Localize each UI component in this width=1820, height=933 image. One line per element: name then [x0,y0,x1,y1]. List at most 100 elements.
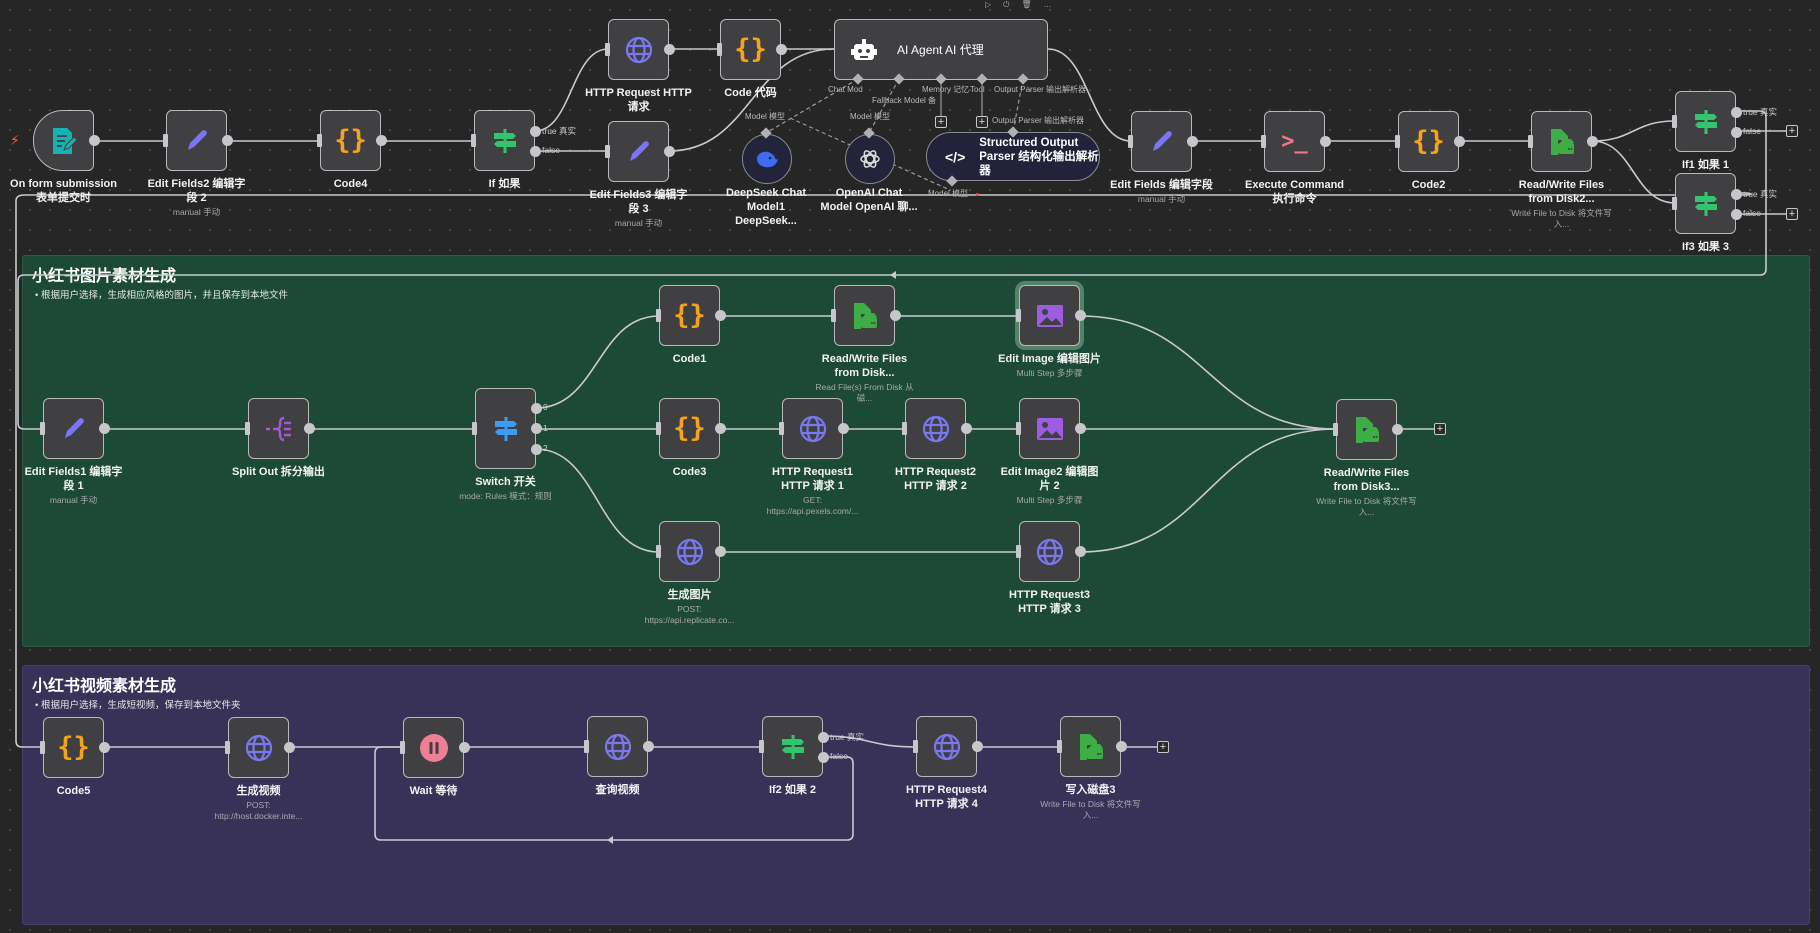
output-handle[interactable] [529,145,541,157]
input-handle[interactable] [584,740,589,753]
output-handle[interactable] [530,402,542,414]
node-img2[interactable] [1019,398,1080,459]
add-node-button[interactable]: + [1786,125,1798,137]
output-handle[interactable] [530,423,542,434]
node-if3[interactable] [1675,173,1736,234]
node-code3[interactable]: {} [659,398,720,459]
output-handle[interactable] [714,546,726,557]
node-http2[interactable] [905,398,966,459]
node-http4[interactable] [916,716,977,777]
input-handle[interactable] [1528,135,1533,148]
input-handle[interactable] [1261,135,1266,148]
input-handle[interactable] [471,134,476,147]
output-handle[interactable] [960,423,972,434]
input-handle[interactable] [1128,135,1133,148]
input-handle[interactable] [605,145,610,158]
node-deepseek-chat-model[interactable] [742,134,792,184]
node-code5[interactable]: {} [43,717,104,778]
output-handle[interactable] [1319,136,1331,147]
output-handle[interactable] [98,423,110,434]
node-query[interactable] [587,716,648,777]
node-genvid[interactable] [228,717,289,778]
node-openai-chat-model[interactable] [845,134,895,184]
node-ai-agent[interactable]: AI Agent AI 代理 [834,19,1048,80]
output-handle[interactable] [1074,423,1086,434]
output-handle[interactable] [971,741,983,752]
output-handle[interactable] [375,135,387,146]
input-handle[interactable] [1057,740,1062,753]
add-node-button[interactable]: + [1786,208,1798,220]
output-handle[interactable] [1186,136,1198,147]
input-handle[interactable] [225,741,230,754]
input-handle[interactable] [1333,423,1338,436]
input-handle[interactable] [656,545,661,558]
node-wait[interactable] [403,717,464,778]
node-disk4[interactable] [1060,716,1121,777]
node-http[interactable] [608,19,669,80]
input-handle[interactable] [902,422,907,435]
output-handle[interactable] [1115,741,1127,752]
input-handle[interactable] [317,134,322,147]
node-if[interactable] [474,110,535,171]
input-handle[interactable] [40,741,45,754]
node-genimg[interactable] [659,521,720,582]
power-icon[interactable]: ⏻ [1003,0,1010,9]
node-ef3[interactable] [608,121,669,182]
output-handle[interactable] [530,443,542,455]
input-handle[interactable] [472,422,477,435]
output-handle[interactable] [889,310,901,321]
output-handle[interactable] [98,742,110,753]
node-code[interactable]: {} [720,19,781,80]
node-form[interactable] [33,110,94,171]
output-handle[interactable] [1730,126,1742,138]
node-code1[interactable]: {} [659,285,720,346]
input-handle[interactable] [1395,135,1400,148]
add-node-button[interactable]: + [1434,423,1446,435]
node-disk[interactable] [834,285,895,346]
output-handle[interactable] [775,44,787,55]
input-handle[interactable] [656,422,661,435]
node-http3[interactable] [1019,521,1080,582]
output-handle[interactable] [663,44,675,55]
output-handle[interactable] [1730,208,1742,220]
input-handle[interactable] [656,309,661,322]
output-handle[interactable] [529,125,541,137]
node-if2[interactable] [762,716,823,777]
play-icon[interactable]: ▷ [985,0,992,9]
output-handle[interactable] [817,731,829,743]
input-handle[interactable] [605,43,610,56]
output-handle[interactable] [1074,310,1086,321]
node-switch[interactable] [475,388,536,469]
input-handle[interactable] [245,422,250,435]
output-handle[interactable] [458,742,470,753]
node-code4[interactable]: {} [320,110,381,171]
output-handle[interactable] [663,146,675,157]
node-ef1[interactable] [43,398,104,459]
output-handle[interactable] [714,310,726,321]
output-handle[interactable] [837,423,849,434]
output-handle[interactable] [303,423,315,434]
input-handle[interactable] [1672,115,1677,128]
output-handle[interactable] [714,423,726,434]
input-handle[interactable] [1016,309,1021,322]
add-node-button[interactable]: + [935,116,947,128]
input-handle[interactable] [759,740,764,753]
output-handle[interactable] [283,742,295,753]
input-handle[interactable] [1016,545,1021,558]
output-handle[interactable] [1391,424,1403,435]
output-handle[interactable] [221,135,233,146]
output-handle[interactable] [1730,188,1742,200]
node-structured-output-parser[interactable]: </> Structured Output Parser 结构化输出解析器 [926,132,1100,181]
more-icon[interactable]: … [1043,0,1052,9]
input-handle[interactable] [400,741,405,754]
node-code2[interactable]: {} [1398,111,1459,172]
input-handle[interactable] [40,422,45,435]
add-node-button[interactable]: + [976,116,988,128]
output-handle[interactable] [88,135,100,146]
add-node-button[interactable]: + [1157,741,1169,753]
output-handle[interactable] [642,741,654,752]
input-handle[interactable] [1016,422,1021,435]
output-handle[interactable] [1074,546,1086,557]
node-if1[interactable] [1675,91,1736,152]
node-ef2[interactable] [166,110,227,171]
